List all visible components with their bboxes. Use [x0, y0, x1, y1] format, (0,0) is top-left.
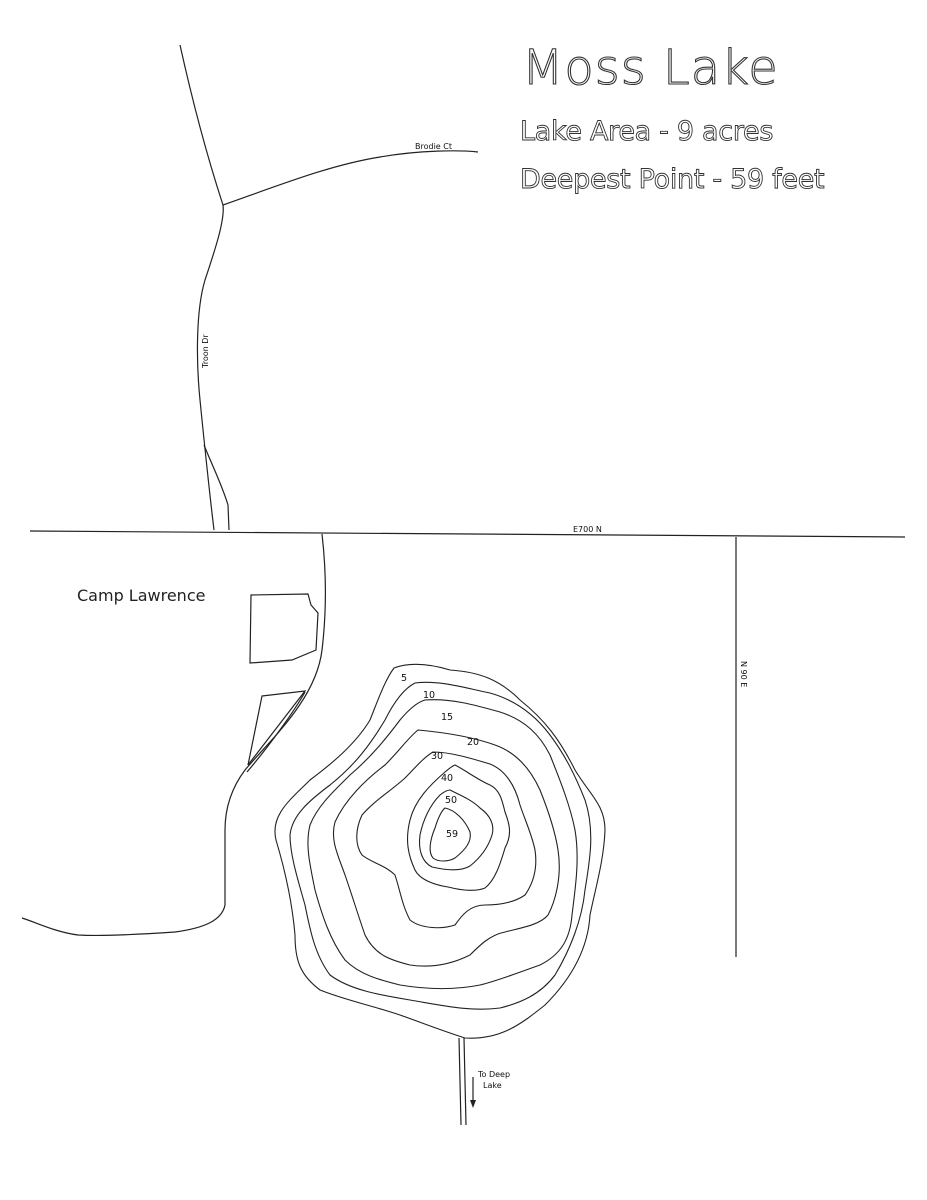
- contour-40: [406, 764, 511, 891]
- camp-building-1: [249, 593, 319, 664]
- road-troon-dr: [196, 204, 224, 531]
- contour-20: [332, 729, 560, 967]
- contour-5: [274, 663, 606, 1039]
- road-brodie-ct: [222, 150, 479, 206]
- contour-label-40: 40: [441, 773, 453, 784]
- e700n-label: E700 N: [573, 525, 602, 534]
- contour-label-20: 20: [467, 737, 479, 748]
- n90e-label: N 90 E: [739, 661, 748, 687]
- outlet-channel-left: [458, 1037, 462, 1126]
- road-troon-dr-branch: [203, 444, 230, 531]
- outlet-channel-right: [463, 1037, 467, 1126]
- down-arrow-icon: [470, 1100, 476, 1108]
- contour-label-5: 5: [401, 673, 407, 684]
- contour-label-15: 15: [441, 712, 453, 723]
- outlet-label-line1: To Deep: [477, 1070, 510, 1079]
- outlet-label-line2: Lake: [483, 1081, 502, 1090]
- contour-15: [307, 699, 578, 990]
- contour-10: [289, 681, 592, 1010]
- map-title: Moss Lake: [521, 40, 779, 96]
- contour-50: [418, 789, 494, 871]
- brodie-ct-label: Brodie Ct: [415, 142, 452, 151]
- road-e700n: [29, 530, 906, 538]
- camp-building-2: [247, 690, 307, 766]
- deepest-point-label: Deepest Point - 59 feet: [520, 164, 826, 195]
- road-camp: [21, 533, 327, 936]
- troon-dr-label: Troon Dr: [201, 334, 210, 369]
- contour-30: [356, 751, 537, 929]
- contour-59: [429, 807, 471, 862]
- contour-label-30: 30: [431, 751, 443, 762]
- camp-lawrence-label: Camp Lawrence: [77, 586, 206, 605]
- lake-area-label: Lake Area - 9 acres: [520, 116, 774, 147]
- contour-label-50: 50: [445, 795, 457, 806]
- contour-label-10: 10: [423, 690, 435, 701]
- road-camp-inner: [246, 691, 306, 773]
- contour-label-59: 59: [446, 829, 458, 840]
- road-north: [179, 44, 224, 206]
